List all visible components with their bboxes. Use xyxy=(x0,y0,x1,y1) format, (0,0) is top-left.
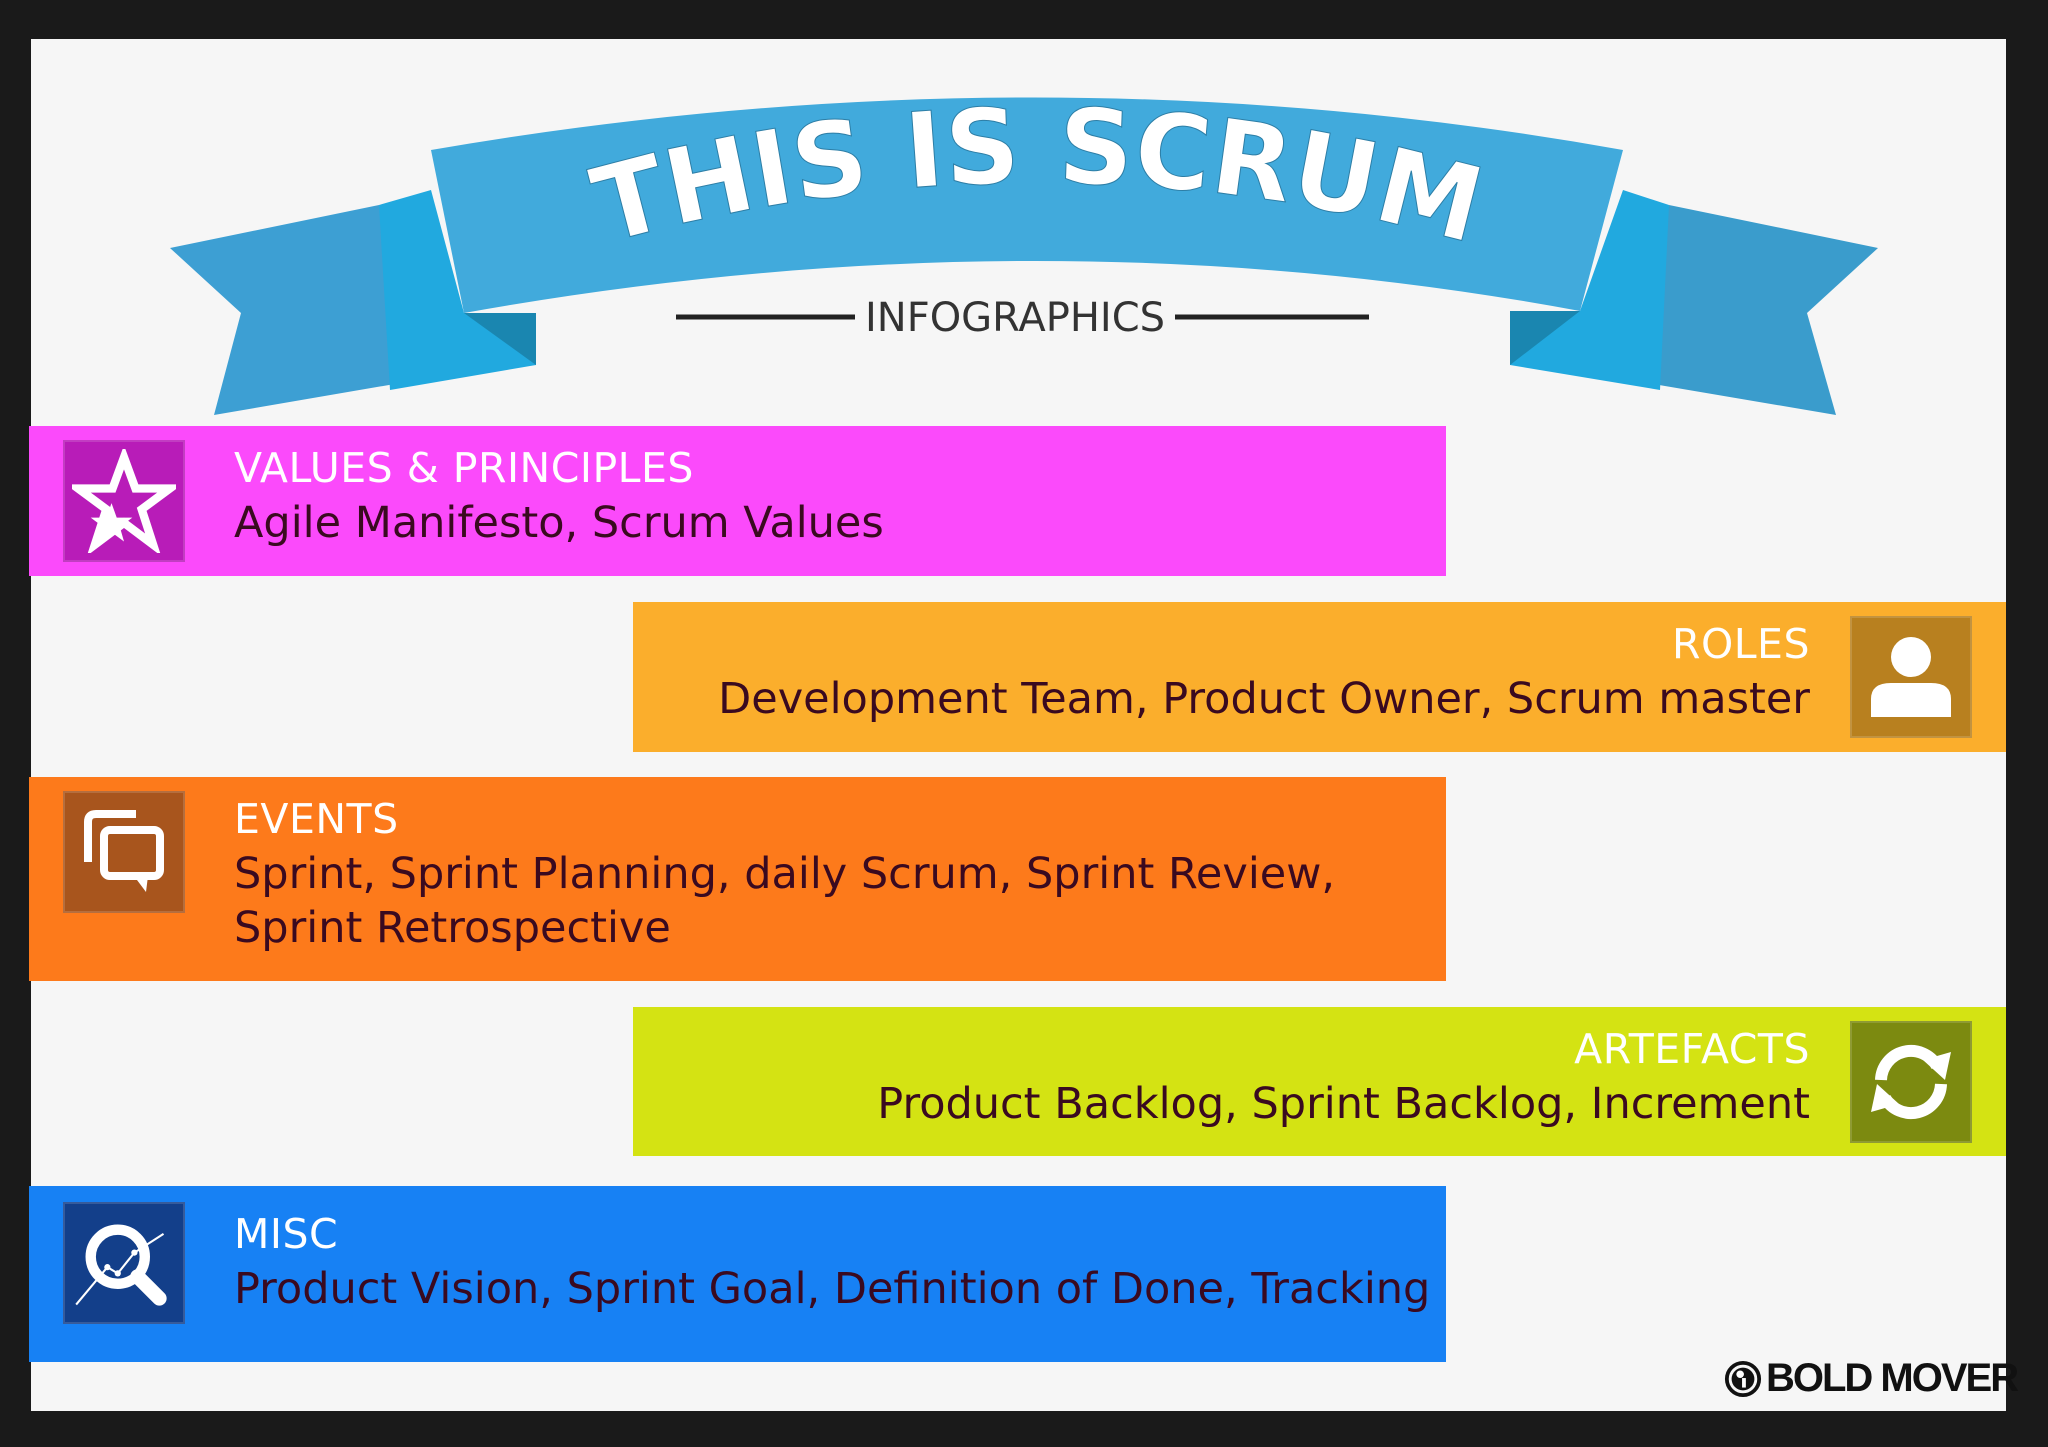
section-body: Development Team, Product Owner, Scrum m… xyxy=(718,674,1810,724)
ribbon-right-fold xyxy=(1510,190,1669,390)
section-body-line2: Sprint Retrospective xyxy=(234,903,671,953)
chat-icon xyxy=(63,791,185,913)
ribbon-right-tail xyxy=(1630,205,1878,415)
section-title: EVENTS xyxy=(234,795,399,843)
section-roles: ROLES Development Team, Product Owner, S… xyxy=(633,602,2006,752)
section-body: Sprint, Sprint Planning, daily Scrum, Sp… xyxy=(234,849,1336,899)
bold-mover-logo-icon xyxy=(1724,1360,1762,1397)
section-text: MISC Product Vision, Sprint Goal, Defini… xyxy=(234,1206,1430,1316)
user-icon xyxy=(1850,616,1972,738)
ribbon-left-tail xyxy=(170,205,418,415)
section-body: Product Vision, Sprint Goal, Definition … xyxy=(234,1264,1431,1314)
subtitle-text: INFOGRAPHICS xyxy=(865,295,1165,341)
ribbon-band xyxy=(431,97,1623,313)
star-icon xyxy=(63,440,185,562)
section-values-principles: VALUES & PRINCIPLES Agile Manifesto, Scr… xyxy=(29,426,1446,576)
refresh-icon xyxy=(1850,1021,1972,1143)
section-misc: MISC Product Vision, Sprint Goal, Defini… xyxy=(29,1186,1446,1362)
section-text: ROLES Development Team, Product Owner, S… xyxy=(718,616,1810,726)
section-text: ARTEFACTS Product Backlog, Sprint Backlo… xyxy=(877,1021,1810,1131)
brand-name: BOLD MOVER xyxy=(1766,1356,2019,1400)
section-text: VALUES & PRINCIPLES Agile Manifesto, Scr… xyxy=(234,440,884,550)
section-title: VALUES & PRINCIPLES xyxy=(234,444,694,492)
section-text: EVENTS Sprint, Sprint Planning, daily Sc… xyxy=(234,791,1335,955)
section-title: ARTEFACTS xyxy=(1574,1025,1810,1073)
section-events: EVENTS Sprint, Sprint Planning, daily Sc… xyxy=(29,777,1446,981)
section-title: MISC xyxy=(234,1210,339,1258)
ribbon-right-fold-shadow xyxy=(1510,311,1580,365)
section-body: Product Backlog, Sprint Backlog, Increme… xyxy=(877,1079,1810,1129)
brand-logo: BOLD MOVER xyxy=(1724,1356,2019,1401)
ribbon-left-fold xyxy=(379,190,536,390)
section-title: ROLES xyxy=(1671,620,1810,668)
section-artefacts: ARTEFACTS Product Backlog, Sprint Backlo… xyxy=(633,1007,2006,1156)
search-chart-icon xyxy=(63,1202,185,1324)
title-ribbon: THIS IS SCRUM INFOGRAPHICS xyxy=(170,85,1878,415)
ribbon-left-fold-shadow xyxy=(464,313,536,365)
section-body: Agile Manifesto, Scrum Values xyxy=(234,498,884,548)
